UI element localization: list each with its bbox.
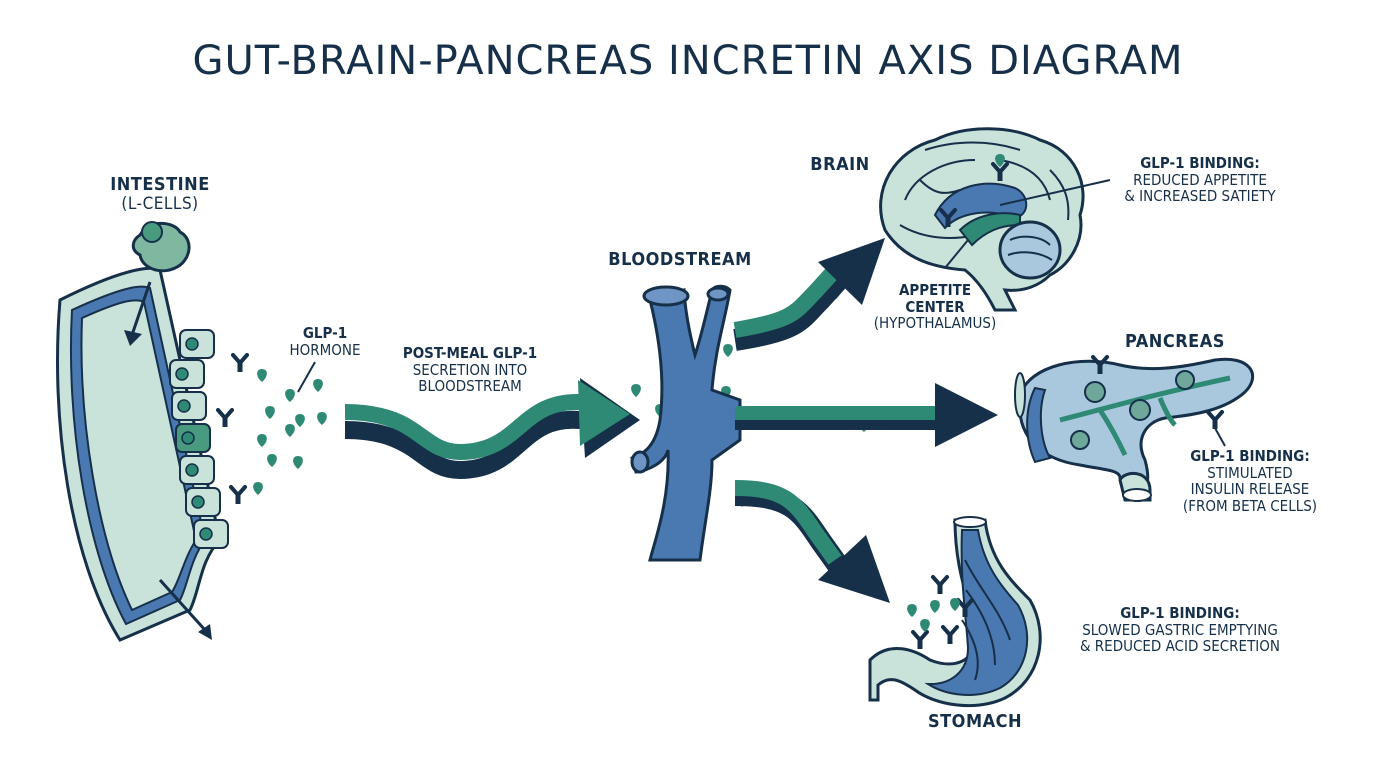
pancreas-binding-label: GLP-1 BINDING: STIMULATED INSULIN RELEAS… bbox=[1160, 448, 1340, 514]
glp1-particle bbox=[285, 389, 295, 402]
page-title: GUT-BRAIN-PANCREAS INCRETIN AXIS DIAGRAM bbox=[192, 38, 1184, 84]
glp1-particle bbox=[317, 412, 327, 425]
brain-binding-title: GLP-1 BINDING: bbox=[1140, 154, 1260, 172]
bloodstream-label: BLOODSTREAM bbox=[608, 249, 752, 270]
intestine-title: INTESTINE bbox=[110, 174, 210, 195]
secretion-line2: SECRETION INTO bbox=[412, 360, 528, 379]
pancreas-binding-line2: INSULIN RELEASE bbox=[1190, 480, 1310, 498]
receptor-icon bbox=[1206, 410, 1224, 431]
cell-nucleus bbox=[177, 399, 191, 413]
glp1-particle bbox=[285, 424, 295, 437]
arrow-to-pancreas bbox=[735, 383, 998, 447]
intestine-sublabel: (L-CELLS) bbox=[121, 193, 199, 214]
glp1-particle bbox=[295, 414, 305, 427]
stomach-label: STOMACH bbox=[927, 711, 1023, 732]
appetite-center-line1: APPETITE bbox=[898, 281, 972, 299]
secretion-line3: BLOODSTREAM bbox=[418, 377, 522, 395]
secretion-label: POST-MEAL GLP-1 SECRETION INTO BLOODSTRE… bbox=[385, 345, 555, 395]
arrow-to-brain bbox=[733, 238, 885, 351]
pancreas-binding-line1: STIMULATED bbox=[1207, 463, 1293, 482]
receptor-icon bbox=[941, 625, 959, 646]
pancreas-label: PANCREAS bbox=[1125, 331, 1225, 352]
glp1-particle bbox=[723, 344, 733, 357]
cell-nucleus bbox=[199, 527, 213, 541]
brain-illustration bbox=[879, 127, 1085, 312]
stomach-binding-line1: SLOWED GASTRIC EMPTYING bbox=[1082, 620, 1278, 639]
secretion-line1: POST-MEAL GLP-1 bbox=[402, 344, 538, 362]
receptor-icon bbox=[229, 485, 247, 506]
stomach-illustration bbox=[868, 516, 1042, 708]
receptor-icon bbox=[231, 353, 249, 374]
glp1-particle bbox=[265, 406, 275, 419]
brain-binding-line2: & INCREASED SATIETY bbox=[1124, 187, 1276, 205]
pancreas-binding-title: GLP-1 BINDING: bbox=[1190, 447, 1310, 465]
cell-nucleus bbox=[175, 367, 189, 381]
glp1-particle bbox=[313, 379, 323, 392]
intestine-label: INTESTINE (L-CELLS) bbox=[95, 175, 225, 213]
appetite-center-label: APPETITE CENTER (HYPOTHALAMUS) bbox=[855, 282, 1015, 332]
intestine-illustration bbox=[56, 221, 229, 642]
glp1-particle bbox=[293, 456, 303, 469]
brain-binding-line1: REDUCED APPETITE bbox=[1133, 170, 1267, 189]
secretion-arrow bbox=[344, 378, 640, 480]
appetite-center-line2: CENTER bbox=[905, 297, 965, 316]
stomach-binding-label: GLP-1 BINDING: SLOWED GASTRIC EMPTYING &… bbox=[1060, 605, 1300, 655]
cell-nucleus bbox=[185, 337, 199, 351]
glp1-particle bbox=[631, 384, 641, 397]
stomach-binding-title: GLP-1 BINDING: bbox=[1120, 604, 1240, 622]
glp1-particle bbox=[257, 434, 267, 447]
cell-nucleus bbox=[191, 495, 205, 509]
pancreas-binding-line3: (FROM BETA CELLS) bbox=[1182, 496, 1318, 515]
cell-nucleus bbox=[185, 463, 199, 477]
blood-vessel bbox=[630, 284, 742, 562]
receptor-icon bbox=[911, 630, 929, 651]
pancreas-illustration bbox=[1014, 357, 1255, 502]
glp1-particle bbox=[253, 482, 263, 495]
cell-nucleus bbox=[181, 431, 195, 445]
l-cells bbox=[169, 329, 229, 549]
brain-label: BRAIN bbox=[810, 154, 870, 175]
hormone-line2: HORMONE bbox=[289, 340, 361, 359]
hormone-label: GLP-1 HORMONE bbox=[280, 325, 370, 358]
receptor-icon bbox=[931, 575, 949, 596]
arrow-to-stomach bbox=[734, 480, 890, 603]
brain-binding-label: GLP-1 BINDING: REDUCED APPETITE & INCREA… bbox=[1100, 155, 1300, 205]
glp1-particle bbox=[257, 369, 267, 382]
appetite-center-line3: (HYPOTHALAMUS) bbox=[873, 314, 997, 332]
stomach-glp1 bbox=[907, 598, 960, 632]
hormone-line1: GLP-1 bbox=[302, 324, 348, 342]
glp1-particle bbox=[267, 454, 277, 467]
stomach-binding-line2: & REDUCED ACID SECRETION bbox=[1079, 637, 1280, 655]
receptor-icon bbox=[216, 408, 234, 429]
